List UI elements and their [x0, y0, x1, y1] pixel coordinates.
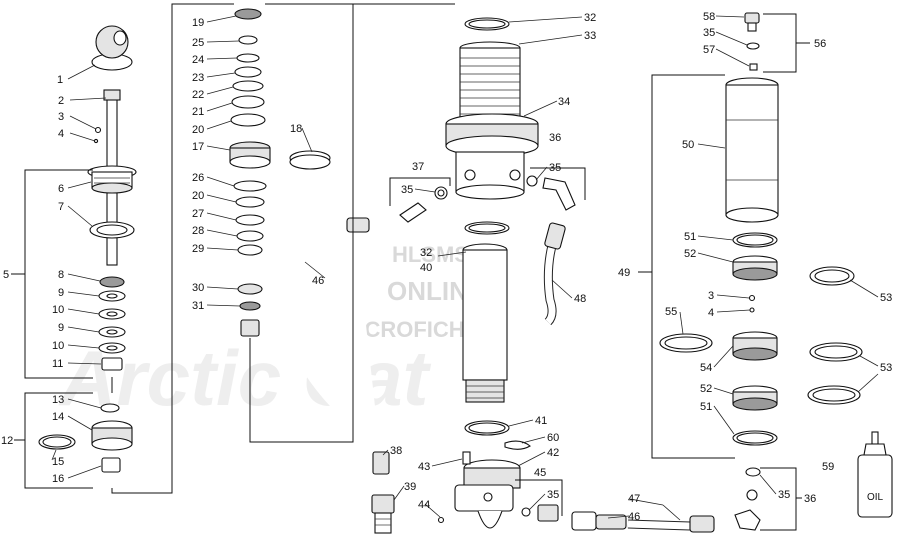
callout-22: 22 [192, 89, 204, 101]
brackets [11, 3, 810, 531]
callout-7: 7 [58, 201, 64, 213]
callout-10b: 10 [52, 340, 64, 352]
callout-29: 29 [192, 243, 204, 255]
callout-33: 33 [584, 30, 596, 42]
oil-bottle-label: OIL [867, 492, 884, 503]
leader-lines [51, 15, 879, 521]
callout-20b: 20 [192, 190, 204, 202]
callout-21: 21 [192, 106, 204, 118]
callout-51b: 51 [700, 401, 712, 413]
callout-9b: 9 [58, 322, 64, 334]
callout-20a: 20 [192, 124, 204, 136]
callout-48: 48 [574, 293, 586, 305]
callout-27: 27 [192, 208, 204, 220]
callout-60: 60 [547, 432, 559, 444]
callout-53b: 53 [880, 362, 892, 374]
callout-39: 39 [404, 481, 416, 493]
callout-36b: 36 [804, 493, 816, 505]
callout-58: 58 [703, 11, 715, 23]
callout-46a: 46 [312, 275, 324, 287]
callout-40: 40 [420, 262, 432, 274]
callout-38: 38 [390, 445, 402, 457]
callout-37: 37 [412, 161, 424, 173]
callout-56: 56 [814, 38, 826, 50]
callout-57: 57 [703, 44, 715, 56]
callout-55: 55 [665, 306, 677, 318]
shim-stack [229, 8, 331, 337]
shock-body [437, 17, 539, 529]
callout-52a: 52 [684, 248, 696, 260]
callout-3b: 3 [708, 290, 714, 302]
callout-35c: 35 [547, 489, 559, 501]
callout-30: 30 [192, 282, 204, 294]
callout-50: 50 [682, 139, 694, 151]
callout-24: 24 [192, 54, 204, 66]
callout-13: 13 [52, 394, 64, 406]
callout-46b: 46 [628, 511, 640, 523]
callout-15: 15 [52, 456, 64, 468]
callout-34: 34 [558, 96, 570, 108]
callout-52b: 52 [700, 383, 712, 395]
callout-8: 8 [58, 269, 64, 281]
callout-12: 12 [1, 435, 13, 447]
callout-51a: 51 [684, 231, 696, 243]
reservoir-assembly [659, 12, 893, 518]
callout-42: 42 [547, 447, 559, 459]
callout-16: 16 [52, 473, 64, 485]
callout-4: 4 [58, 128, 64, 140]
callout-32b: 32 [420, 247, 432, 259]
callout-14: 14 [52, 411, 64, 423]
callout-32a: 32 [584, 12, 596, 24]
callout-25: 25 [192, 37, 204, 49]
callout-23: 23 [192, 72, 204, 84]
callout-17: 17 [192, 141, 204, 153]
callout-45: 45 [534, 467, 546, 479]
callout-26: 26 [192, 172, 204, 184]
callout-18: 18 [290, 123, 302, 135]
callout-35e: 35 [778, 489, 790, 501]
callout-44: 44 [418, 499, 430, 511]
callout-35b: 35 [401, 184, 413, 196]
callout-49: 49 [618, 267, 630, 279]
callout-41: 41 [535, 415, 547, 427]
callout-11: 11 [52, 358, 63, 370]
callout-31: 31 [192, 300, 204, 312]
callout-4b: 4 [708, 307, 714, 319]
callout-59: 59 [822, 461, 834, 473]
callout-3: 3 [58, 111, 64, 123]
callout-labels: 1 2 3 4 5 6 7 8 9 10 9 10 11 12 13 14 15… [1, 11, 892, 523]
callout-9a: 9 [58, 287, 64, 299]
callout-35d: 35 [703, 27, 715, 39]
callout-53a: 53 [880, 292, 892, 304]
left-stem-assembly [38, 25, 137, 473]
callout-54: 54 [700, 362, 712, 374]
callout-2: 2 [58, 95, 64, 107]
callout-10a: 10 [52, 304, 64, 316]
callout-5: 5 [3, 269, 9, 281]
callout-6: 6 [58, 183, 64, 195]
callout-47: 47 [628, 493, 640, 505]
callout-28: 28 [192, 225, 204, 237]
callout-36a: 36 [549, 132, 561, 144]
watermark-line-1: HLSMS [392, 242, 469, 267]
hoses-and-fittings [283, 175, 761, 534]
callout-19: 19 [192, 17, 204, 29]
callout-1: 1 [57, 74, 63, 86]
callout-35a: 35 [549, 162, 561, 174]
callout-43: 43 [418, 461, 430, 473]
